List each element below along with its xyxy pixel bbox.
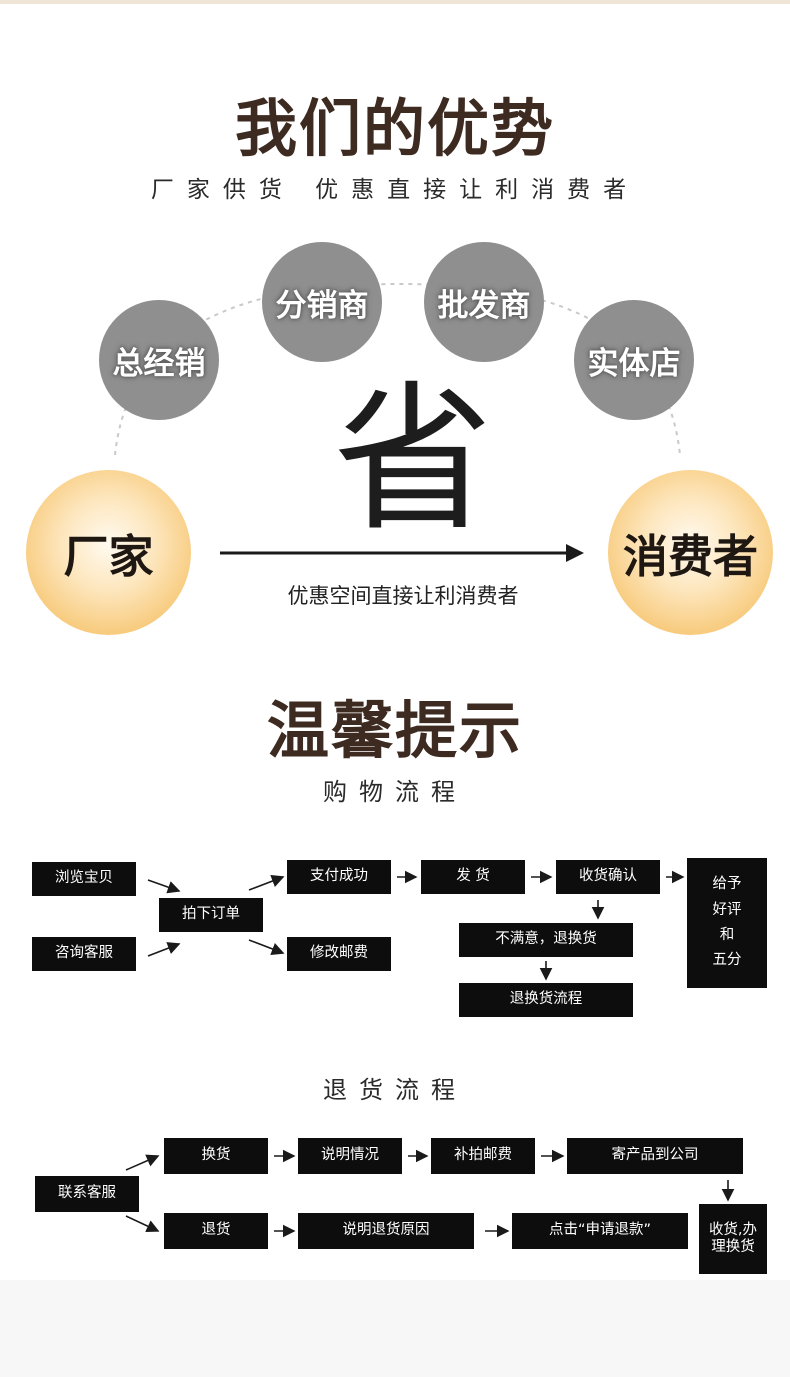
- step-return-flow: 退换货流程: [459, 983, 633, 1017]
- step-good-review: 给予 好评 和 五分: [687, 858, 767, 988]
- node-factory: 厂家: [26, 470, 191, 635]
- step-mail-product: 寄产品到公司: [567, 1138, 743, 1174]
- shopping-flow-arrows: [147, 870, 685, 981]
- step-place-order: 拍下订单: [159, 898, 263, 932]
- step-contact-service: 联系客服: [35, 1176, 139, 1212]
- long-arrow-icon: [220, 544, 584, 562]
- shopping-flow-title: 购物流程: [323, 778, 467, 806]
- step-edit-postage: 修改邮费: [287, 937, 391, 971]
- step-ship: 发 货: [421, 860, 525, 894]
- step-pay-success: 支付成功: [287, 860, 391, 894]
- step-confirm-receipt: 收货确认: [556, 860, 660, 894]
- arrow-caption: 优惠空间直接让利消费者: [287, 584, 519, 608]
- step-process-exchange: 收货,办 理换货: [699, 1204, 767, 1274]
- node-store: 实体店: [574, 300, 694, 420]
- tips-title: 温馨提示: [266, 694, 523, 767]
- step-explain-reason: 说明退货原因: [298, 1213, 474, 1249]
- return-flow-arrows: [125, 1149, 735, 1238]
- advantage-subtitle: 厂家供货 优惠直接让利消费者: [150, 177, 640, 203]
- node-wholesaler: 批发商: [424, 242, 544, 362]
- node-general-distributor: 总经销: [99, 300, 219, 420]
- advantage-title: 我们的优势: [234, 92, 555, 165]
- step-explain: 说明情况: [298, 1138, 402, 1174]
- top-strip: [0, 0, 790, 4]
- bottom-spacer: [0, 1280, 790, 1377]
- step-exchange: 换货: [164, 1138, 268, 1174]
- return-flow-title: 退货流程: [323, 1076, 467, 1104]
- save-character: 省: [333, 366, 494, 553]
- step-consult: 咨询客服: [32, 937, 136, 971]
- step-browse: 浏览宝贝: [32, 862, 136, 896]
- node-distributor: 分销商: [262, 242, 382, 362]
- node-consumer: 消费者: [608, 470, 773, 635]
- step-click-apply: 点击“申请退款”: [512, 1213, 688, 1249]
- step-unsatisfied: 不满意，退换货: [459, 923, 633, 957]
- step-refund: 退货: [164, 1213, 268, 1249]
- step-pay-postage: 补拍邮费: [431, 1138, 535, 1174]
